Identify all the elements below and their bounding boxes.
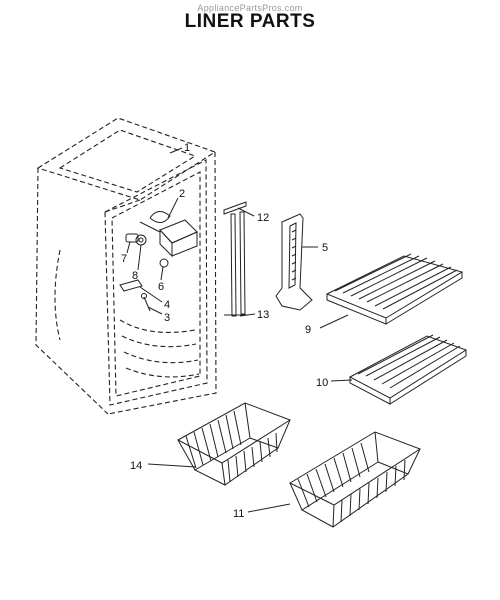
liner-cabinet xyxy=(35,117,217,415)
wire-basket-upper xyxy=(176,402,292,486)
callout-10: 10 xyxy=(316,377,328,389)
control-box xyxy=(139,211,198,258)
air-duct-cover xyxy=(275,213,313,311)
bracket xyxy=(119,279,143,292)
callout-2: 2 xyxy=(179,188,185,200)
hex-nut xyxy=(159,258,169,268)
callout-6: 6 xyxy=(158,281,164,293)
callout-14: 14 xyxy=(130,460,142,472)
trim-strips xyxy=(223,201,247,317)
screw xyxy=(141,293,151,312)
callout-4: 4 xyxy=(164,299,170,311)
page-title: LINER PARTS xyxy=(184,11,316,32)
wire-shelf-upper xyxy=(325,253,464,325)
wire-basket-lower xyxy=(288,431,422,528)
watermark-text: AppliancePartsPros.com xyxy=(197,3,303,13)
callout-8: 8 xyxy=(132,270,138,282)
callout-13: 13 xyxy=(257,309,269,321)
callout-12: 12 xyxy=(257,212,269,224)
callout-5: 5 xyxy=(322,242,328,254)
callout-11: 11 xyxy=(233,508,244,520)
callout-3: 3 xyxy=(164,312,170,324)
callout-1: 1 xyxy=(184,142,190,154)
control-knob xyxy=(125,233,139,243)
wire-shelf-lower xyxy=(348,334,468,405)
callout-9: 9 xyxy=(305,324,311,336)
leader-lines xyxy=(126,147,353,513)
callout-7: 7 xyxy=(121,253,127,265)
